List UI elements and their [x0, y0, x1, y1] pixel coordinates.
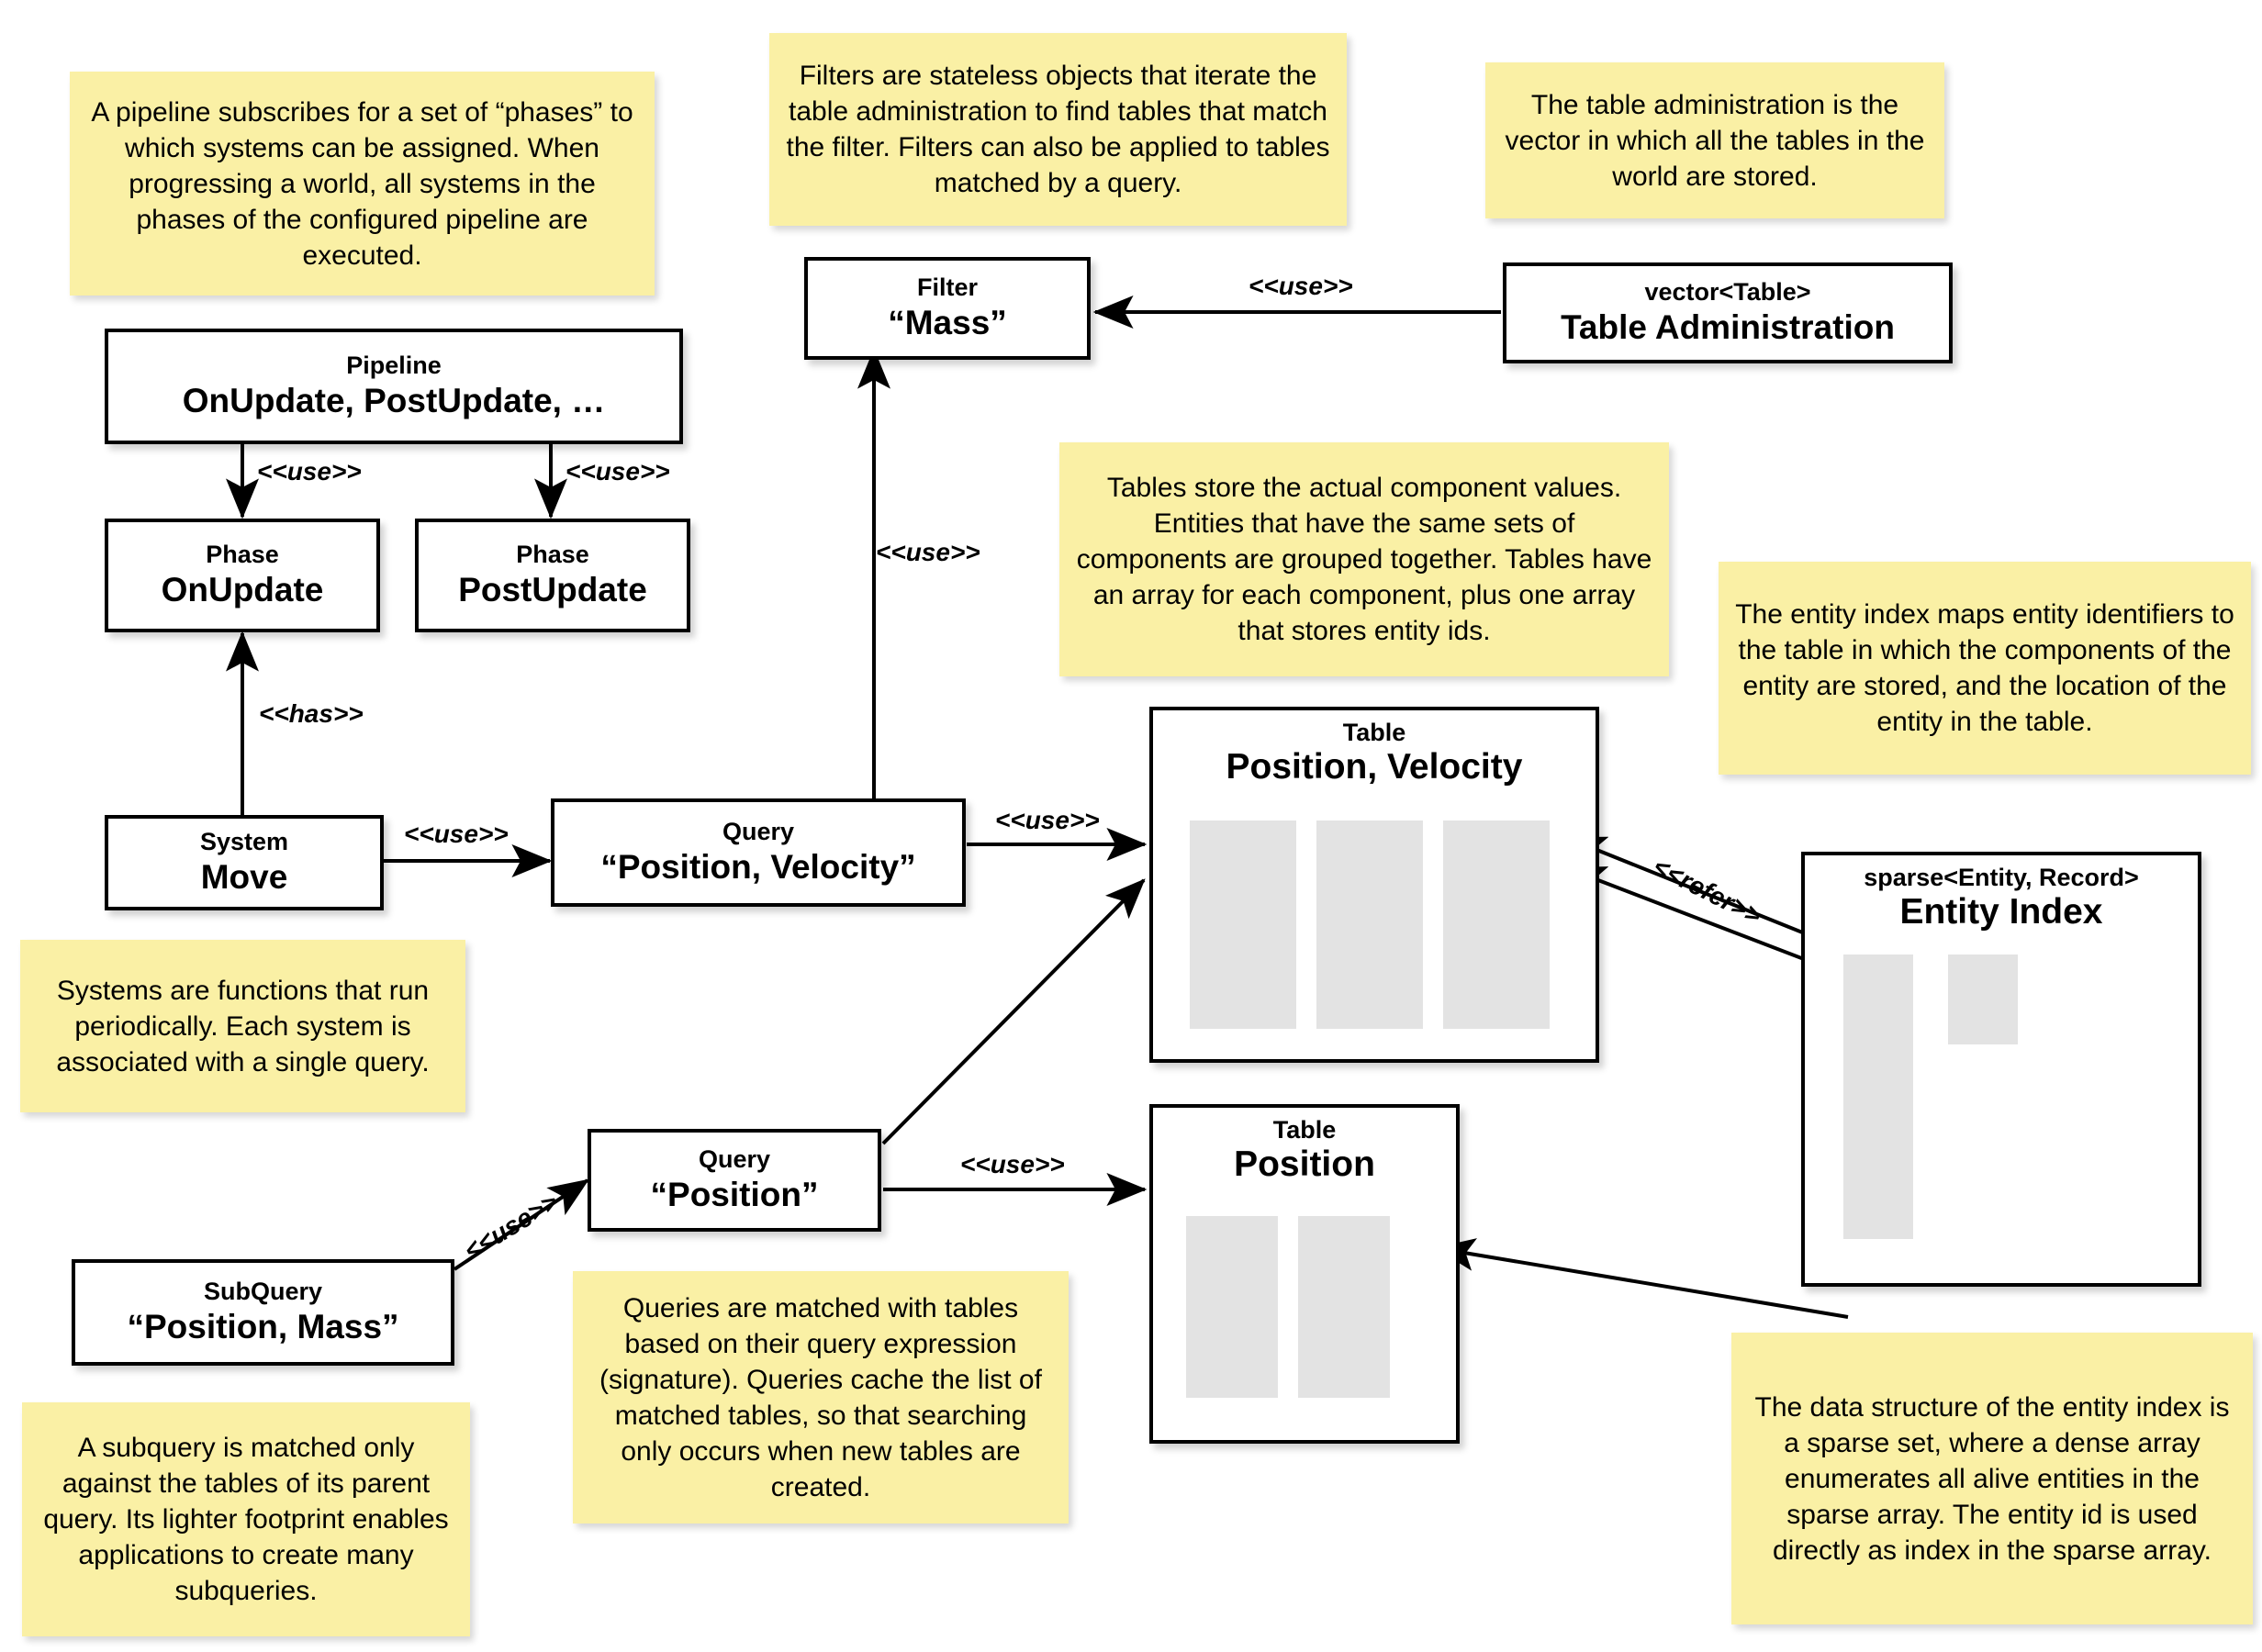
sparse-array-block [1843, 954, 1913, 1239]
edge-label-pipeline-onupdate: <<use>> [257, 457, 362, 486]
box-query-posvel-name: “Position, Velocity” [600, 848, 916, 887]
note-table-admin: The table administration is the vector i… [1485, 62, 1944, 218]
table-column [1443, 820, 1550, 1029]
box-table-administration[interactable]: vector<Table> Table Administration [1503, 262, 1953, 363]
box-system-move[interactable]: System Move [105, 815, 384, 910]
table-pos-stereotype: Table [1272, 1116, 1337, 1144]
edge-label-queryposvel-table: <<use>> [995, 806, 1100, 834]
edge-label-subquery-query: <<use>> [459, 1187, 564, 1266]
box-pipeline[interactable]: Pipeline OnUpdate, PostUpdate, … [105, 329, 683, 444]
box-subquery-stereotype: SubQuery [203, 1278, 323, 1306]
edge-label-tableadmin-filter: <<use>> [1249, 272, 1353, 300]
box-filter-mass[interactable]: Filter “Mass” [804, 257, 1091, 360]
box-pipeline-stereotype: Pipeline [346, 352, 442, 380]
box-subquery-name: “Position, Mass” [127, 1308, 399, 1346]
box-phase-postupdate-stereotype: Phase [516, 541, 589, 569]
edge-querypos-tableposvel [881, 878, 1146, 1145]
edge-label-query-filter: <<use>> [876, 538, 980, 566]
table-column [1190, 820, 1296, 1029]
table-pos-title: Table Position [1153, 1108, 1456, 1186]
box-query-pos-name: “Position” [650, 1176, 819, 1214]
box-phase-postupdate[interactable]: Phase PostUpdate [415, 519, 690, 632]
note-subquery: A subquery is matched only against the t… [22, 1402, 470, 1636]
table-posvel-columns [1190, 820, 1566, 1029]
note-systems: Systems are functions that run periodica… [20, 940, 465, 1112]
note-sparse-set: The data structure of the entity index i… [1731, 1333, 2253, 1624]
box-phase-onupdate[interactable]: Phase OnUpdate [105, 519, 380, 632]
edge-label-system-phase: <<has>> [259, 699, 364, 728]
box-table-admin-name: Table Administration [1561, 308, 1895, 347]
box-system-move-name: Move [200, 858, 288, 897]
table-pos-name: Position [1234, 1144, 1375, 1184]
table-posvel-name: Position, Velocity [1226, 746, 1523, 787]
dense-array-block [1948, 954, 2018, 1044]
box-filter-mass-stereotype: Filter [916, 273, 978, 302]
box-query-pos-stereotype: Query [698, 1145, 771, 1174]
box-entity-index[interactable]: sparse<Entity, Record> Entity Index [1801, 852, 2201, 1287]
edge-label-querypos-tablepos: <<use>> [960, 1150, 1065, 1178]
box-query-position[interactable]: Query “Position” [588, 1129, 881, 1232]
note-filter: Filters are stateless objects that itera… [769, 33, 1347, 226]
table-pos-columns [1186, 1216, 1430, 1398]
box-pipeline-name: OnUpdate, PostUpdate, … [182, 382, 606, 420]
box-phase-onupdate-stereotype: Phase [206, 541, 279, 569]
table-posvel-stereotype: Table [1342, 719, 1406, 746]
edge-label-pipeline-postupdate: <<use>> [566, 457, 670, 486]
table-posvel-title: Table Position, Velocity [1153, 710, 1596, 788]
edge-entityindex-tablepos [1434, 1238, 1849, 1319]
table-column [1186, 1216, 1278, 1398]
box-table-admin-stereotype: vector<Table> [1644, 278, 1811, 307]
entity-index-name: Entity Index [1899, 891, 2103, 932]
table-column [1298, 1216, 1390, 1398]
edge-label-entityindex-refer: <<refer>> [1648, 852, 1766, 931]
box-filter-mass-name: “Mass” [888, 304, 1007, 342]
note-queries: Queries are matched with tables based on… [573, 1271, 1069, 1524]
table-column [1316, 820, 1423, 1029]
box-subquery-position-mass[interactable]: SubQuery “Position, Mass” [72, 1259, 454, 1366]
box-phase-postupdate-name: PostUpdate [458, 571, 647, 609]
box-phase-onupdate-name: OnUpdate [161, 571, 324, 609]
edge-label-system-query: <<use>> [404, 820, 509, 848]
box-table-position[interactable]: Table Position [1149, 1104, 1460, 1444]
box-query-posvel-stereotype: Query [722, 818, 795, 846]
note-pipeline: A pipeline subscribes for a set of “phas… [70, 72, 655, 296]
note-entity-index: The entity index maps entity identifiers… [1719, 562, 2251, 775]
note-tables: Tables store the actual component values… [1059, 442, 1669, 676]
entity-index-stereotype: sparse<Entity, Record> [1864, 864, 2139, 891]
box-query-position-velocity[interactable]: Query “Position, Velocity” [551, 798, 966, 907]
entity-index-title: sparse<Entity, Record> Entity Index [1805, 855, 2198, 933]
box-system-move-stereotype: System [199, 828, 289, 856]
box-table-position-velocity[interactable]: Table Position, Velocity [1149, 707, 1599, 1063]
